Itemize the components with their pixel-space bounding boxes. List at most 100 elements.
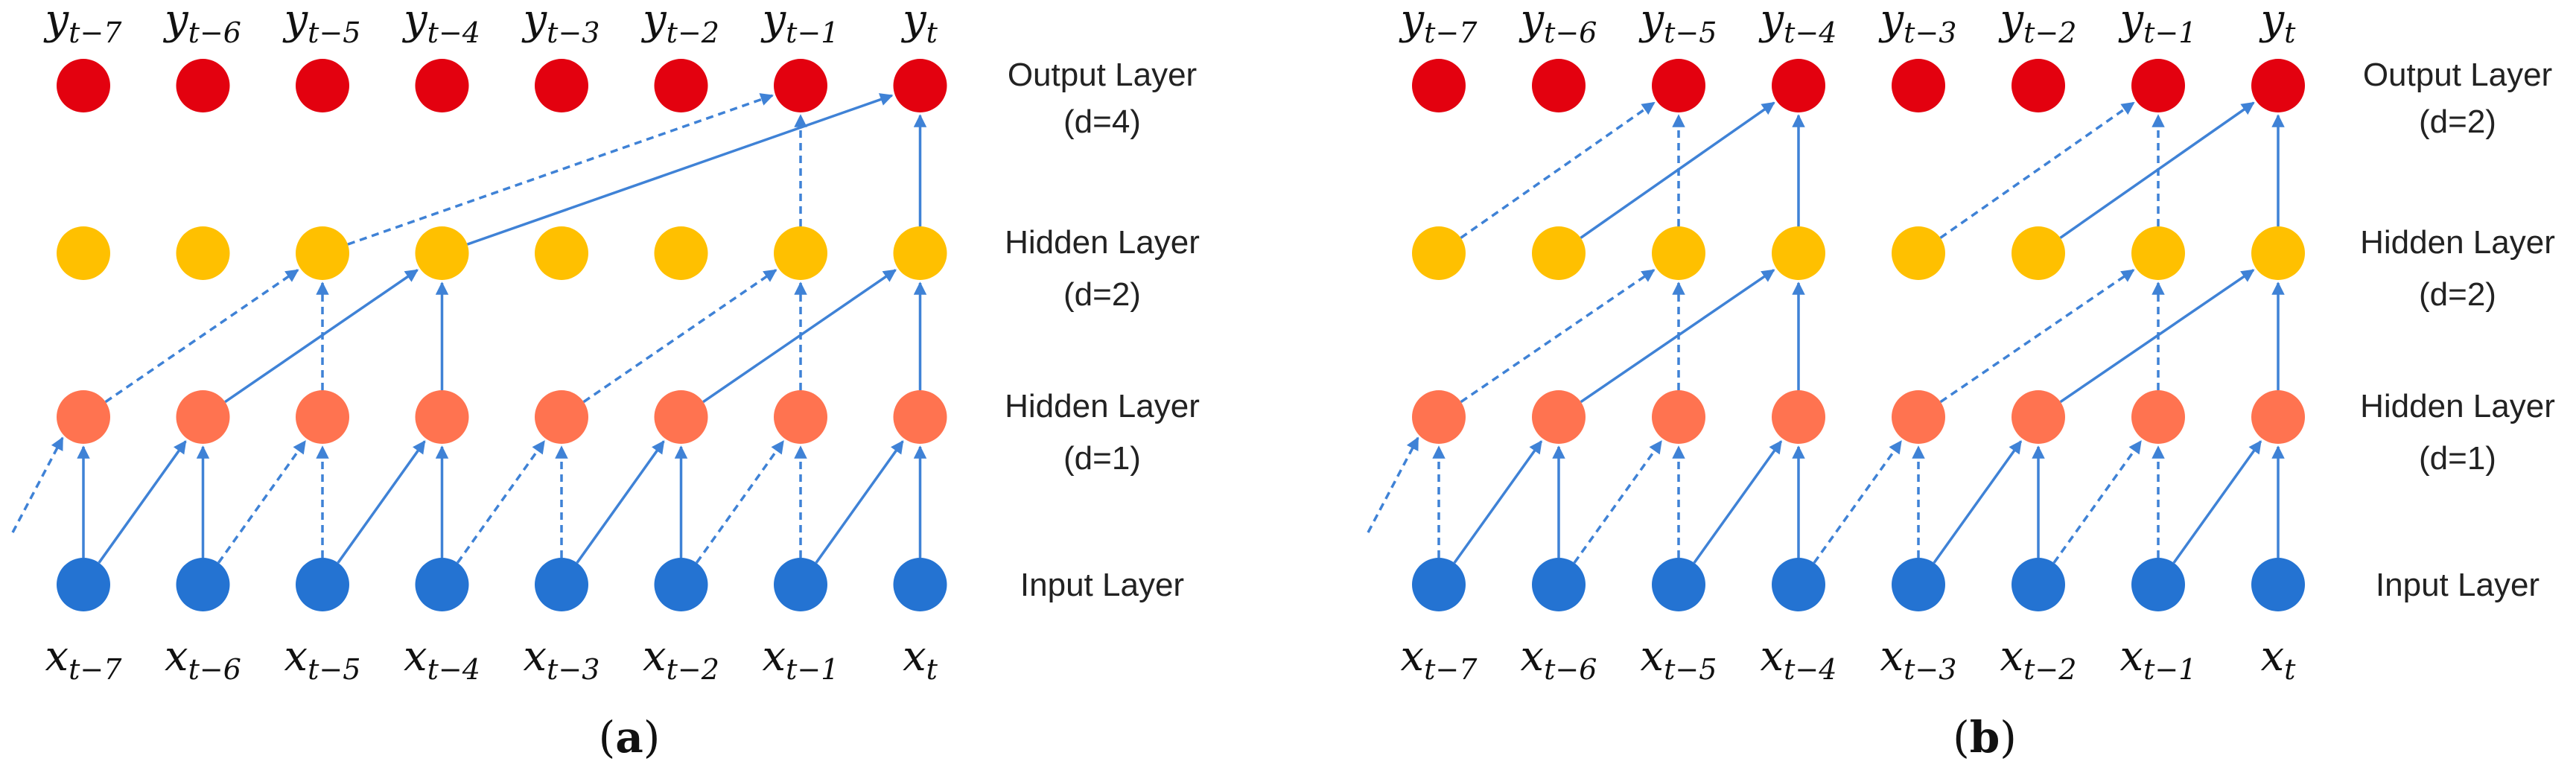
edge-dashed xyxy=(1939,269,2135,404)
hidden2-node xyxy=(176,226,230,280)
hidden2-node xyxy=(2011,226,2065,280)
layer-dilation: (d=2) xyxy=(2419,276,2496,313)
output-labels-label: yt−7 xyxy=(1399,0,1478,49)
input-node xyxy=(654,558,708,611)
hidden1-node xyxy=(1532,390,1586,444)
edge-dashed xyxy=(1573,440,1663,564)
layer-name: Output Layer xyxy=(2363,57,2552,93)
output-node xyxy=(2011,59,2065,112)
hidden2-node xyxy=(1412,226,1466,280)
output-node xyxy=(57,59,110,112)
edge-dashed xyxy=(217,440,307,564)
output-node xyxy=(774,59,827,112)
input-labels-label: xt−7 xyxy=(45,632,123,686)
output-labels-label: yt−6 xyxy=(1518,0,1597,49)
layer-name: Hidden Layer xyxy=(1005,224,1200,261)
output-node xyxy=(415,59,469,112)
input-node xyxy=(176,558,230,611)
hidden2-node xyxy=(654,226,708,280)
layer-names: Output Layer(d=2)Hidden Layer(d=2)Hidden… xyxy=(2360,57,2555,603)
edge-solid xyxy=(815,440,904,564)
edge-dashed xyxy=(104,269,299,404)
hidden2-node xyxy=(1892,226,1945,280)
input-node xyxy=(893,558,947,611)
nodes xyxy=(1412,59,2305,611)
layer-dilation: (d=1) xyxy=(1063,440,1141,477)
nodes xyxy=(57,59,947,611)
edge-solid xyxy=(1693,440,1783,564)
input-node xyxy=(296,558,349,611)
hidden2-node xyxy=(1652,226,1705,280)
hidden1-node xyxy=(535,390,588,444)
hidden1-node xyxy=(774,390,827,444)
edge-dashed xyxy=(695,440,785,564)
input-node xyxy=(1772,558,1825,611)
output-node xyxy=(296,59,349,112)
input-labels-label: xt−4 xyxy=(1761,632,1837,686)
edge-dashed xyxy=(1460,101,1656,239)
input-labels-label: xt−6 xyxy=(1521,632,1597,686)
hidden1-node xyxy=(1772,390,1825,444)
input-node xyxy=(774,558,827,611)
input-node xyxy=(415,558,469,611)
hidden2-node xyxy=(57,226,110,280)
edges xyxy=(1367,101,2285,564)
layer-name: Hidden Layer xyxy=(1005,388,1200,424)
output-labels-label: yt−3 xyxy=(1878,0,1957,49)
edge-dashed xyxy=(347,93,774,246)
output-labels-label: yt−4 xyxy=(401,0,480,49)
output-node xyxy=(654,59,708,112)
edge-solid xyxy=(1933,440,2023,564)
edge-dashed-incoming xyxy=(1367,436,1419,533)
output-labels-label: yt−6 xyxy=(162,0,241,49)
hidden1-node xyxy=(1412,390,1466,444)
layer-dilation: (d=4) xyxy=(1063,104,1141,140)
edge-solid xyxy=(1453,440,1543,564)
output-node xyxy=(893,59,947,112)
output-node xyxy=(176,59,230,112)
output-labels-label: yt xyxy=(900,0,938,49)
layer-dilation: (d=1) xyxy=(2419,440,2496,477)
input-labels-label: xt−5 xyxy=(284,632,361,686)
edge-solid xyxy=(466,93,894,246)
output-labels-label: yt−5 xyxy=(1638,0,1717,49)
input-node xyxy=(2011,558,2065,611)
output-labels-label: yt−7 xyxy=(43,0,123,49)
layer-name: Hidden Layer xyxy=(2360,224,2555,261)
input-labels-label: xt−3 xyxy=(524,632,600,686)
input-labels-label: xt xyxy=(903,632,938,686)
edge-dashed xyxy=(582,269,777,404)
input-labels-label: xt−2 xyxy=(2000,632,2077,686)
hidden2-node xyxy=(296,226,349,280)
hidden2-node xyxy=(415,226,469,280)
output-labels-label: yt−2 xyxy=(640,0,719,49)
input-node xyxy=(1532,558,1586,611)
input-node xyxy=(1652,558,1705,611)
output-node xyxy=(1532,59,1586,112)
hidden2-node xyxy=(535,226,588,280)
edge-solid xyxy=(576,440,665,564)
edge-solid xyxy=(337,440,426,564)
hidden2-node xyxy=(774,226,827,280)
hidden1-node xyxy=(654,390,708,444)
output-node xyxy=(1652,59,1705,112)
input-labels-label: xt−1 xyxy=(763,632,839,686)
edges xyxy=(11,93,927,564)
output-labels-label: yt xyxy=(2259,0,2297,49)
output-labels-label: yt−1 xyxy=(760,0,839,49)
input-labels-label: xt−7 xyxy=(1401,632,1478,686)
output-node xyxy=(1892,59,1945,112)
input-labels-label: xt−2 xyxy=(643,632,719,686)
hidden2-node xyxy=(1772,226,1825,280)
input-node xyxy=(535,558,588,611)
layer-dilation: (d=2) xyxy=(2419,104,2496,140)
edge-dashed xyxy=(1939,101,2135,239)
input-node xyxy=(1892,558,1945,611)
output-labels-label: yt−4 xyxy=(1758,0,1837,49)
hidden2-node xyxy=(2251,226,2305,280)
